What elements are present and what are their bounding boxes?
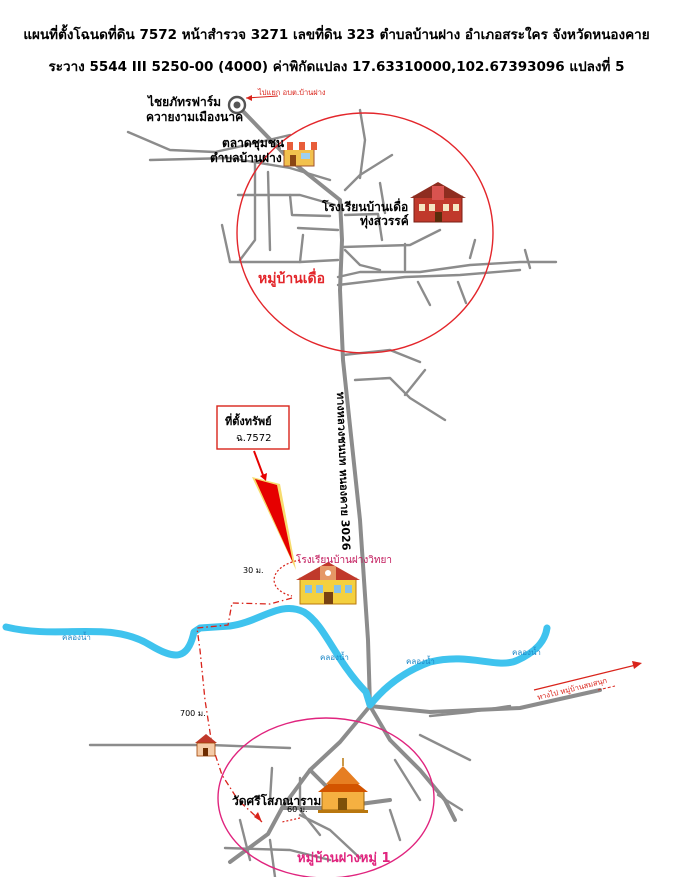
market-icon[interactable] [281, 142, 317, 167]
property-label-line2: ฉ.7572 [236, 433, 271, 444]
minor-roads [88, 108, 558, 877]
school-fang-icon[interactable] [296, 562, 360, 605]
village-duea-circle [236, 112, 494, 354]
map-title-line1: แผนที่ตั้งโฉนดที่ดิน 7572 หน้าสำรวจ 3271… [23, 27, 650, 43]
market-label-line2: ตำบลบ้านฝาง [210, 151, 282, 165]
farm-pin-icon[interactable] [227, 95, 247, 115]
property-label-line1: ที่ตั้งทรัพย์ [225, 413, 272, 428]
route-to-property [196, 597, 293, 823]
road-to-east [368, 688, 602, 714]
route-curve-30m [273, 559, 301, 597]
farm-label-line1: ไชยภัทรฟาร์ม [146, 94, 221, 109]
distance-30m: 30 ม. [243, 566, 264, 575]
east-direction-arrow [533, 664, 637, 691]
property-pointer-line [253, 450, 264, 476]
property-marker[interactable] [252, 477, 296, 570]
highway-label: ทางหลวงชนบท หนองคาย 3026 [334, 392, 353, 551]
main-roads [228, 103, 602, 864]
property-label-box [216, 405, 290, 450]
route-arrowhead [254, 812, 262, 822]
canal-label-3: คลองน้ำ [406, 655, 435, 666]
house-icon[interactable] [195, 734, 217, 757]
school-duea-icon[interactable] [410, 182, 466, 223]
route-60m-arrow [281, 817, 301, 823]
canal-label-2: คลองน้ำ [320, 651, 349, 662]
temple-label: วัดศรีโสภณาราม [232, 793, 321, 808]
school-fang-label: โรงเรียนบ้านฝางวิทยา [296, 553, 392, 566]
school-duea-label-line1: โรงเรียนบ้านเดื่อ [321, 198, 408, 214]
distance-60m: 60 ม. [287, 805, 308, 814]
temple-icon[interactable] [318, 758, 368, 813]
highway-3026-road [235, 103, 372, 708]
road-southwest [228, 704, 372, 864]
canal [2, 604, 551, 709]
canal-label-4: คลองน้ำ [512, 646, 541, 657]
distance-700m: 700 ม. [180, 709, 206, 718]
market-label-line1: ตลาดชุมชน [222, 136, 285, 151]
village-fang-circle [217, 717, 435, 877]
canal-label-1: คลองน้ำ [62, 631, 91, 642]
farm-label-line2: ควายงามเมืองนาค [146, 110, 243, 124]
map-title-line2: ระวาง 5544 III 5250-00 (4000) ค่าพิกัดแป… [48, 59, 625, 75]
village-fang-label: หมู่บ้านฝางหมู่ 1 [297, 850, 391, 866]
school-duea-label-line2: ทุ่งสวรรค์ [360, 214, 409, 229]
village-duea-label: หมู่บ้านเดื่อ [258, 268, 325, 287]
farm-direction-label: ไปแยก อบต.บ้านฝาง [257, 88, 326, 97]
